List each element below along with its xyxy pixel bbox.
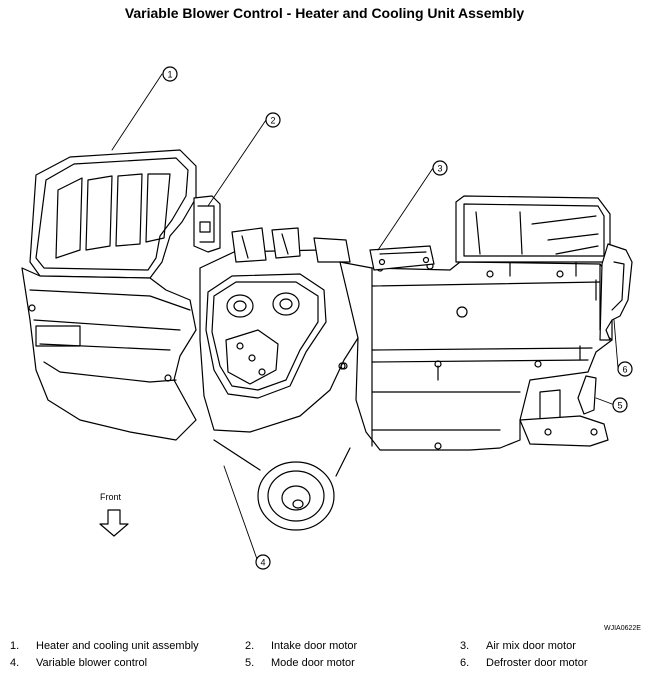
- heater-core-box: [455, 195, 611, 263]
- mode-door-motor: [519, 375, 609, 447]
- legend-number: 4.: [10, 657, 20, 669]
- legend-number: 3.: [460, 640, 470, 652]
- legend-text: Mode door motor: [271, 657, 355, 669]
- legend-item-4: 4. Variable blower control: [10, 657, 147, 669]
- callout-5: 5: [612, 397, 628, 413]
- intake-door-motor: [193, 195, 221, 253]
- legend-item-1: 1. Heater and cooling unit assembly: [10, 640, 199, 652]
- legend-item-2: 2. Intake door motor: [245, 640, 357, 652]
- svg-text:3: 3: [437, 164, 442, 174]
- air-mix-door-motor: [369, 245, 435, 271]
- legend-text: Intake door motor: [271, 640, 358, 652]
- front-label: Front: [100, 492, 122, 502]
- legend-item-6: 6. Defroster door motor: [460, 657, 587, 669]
- legend-text: Variable blower control: [36, 657, 148, 669]
- legend-number: 5.: [245, 657, 255, 669]
- legend-number: 6.: [460, 657, 470, 669]
- defroster-door-motor: [599, 243, 633, 341]
- svg-text:5: 5: [617, 401, 622, 411]
- main-case: [338, 261, 613, 451]
- front-arrow-icon: [99, 509, 129, 537]
- legend-item-3: 3. Air mix door motor: [460, 640, 576, 652]
- svg-text:1: 1: [167, 70, 172, 80]
- callout-1: 1: [162, 66, 178, 82]
- intake-housing: [21, 149, 197, 441]
- svg-text:6: 6: [622, 365, 627, 375]
- legend-number: 1.: [10, 640, 20, 652]
- leader-lines: [111, 73, 619, 563]
- legend-text: Defroster door motor: [486, 657, 588, 669]
- callout-3: 3: [432, 160, 448, 176]
- svg-text:2: 2: [270, 116, 275, 126]
- svg-text:4: 4: [260, 558, 265, 568]
- legend-item-5: 5. Mode door motor: [245, 657, 355, 669]
- diagram-title: Variable Blower Control - Heater and Coo…: [124, 5, 525, 21]
- callout-2: 2: [265, 112, 281, 128]
- blower-front-cover: [199, 227, 359, 433]
- legend-number: 2.: [245, 640, 255, 652]
- legend-text: Heater and cooling unit assembly: [36, 640, 199, 652]
- callout-6: 6: [617, 361, 633, 377]
- legend-text: Air mix door motor: [486, 640, 576, 652]
- callout-4: 4: [255, 554, 271, 570]
- blower-fan: [213, 439, 351, 531]
- drawing-code: WJIA0622E: [604, 625, 641, 632]
